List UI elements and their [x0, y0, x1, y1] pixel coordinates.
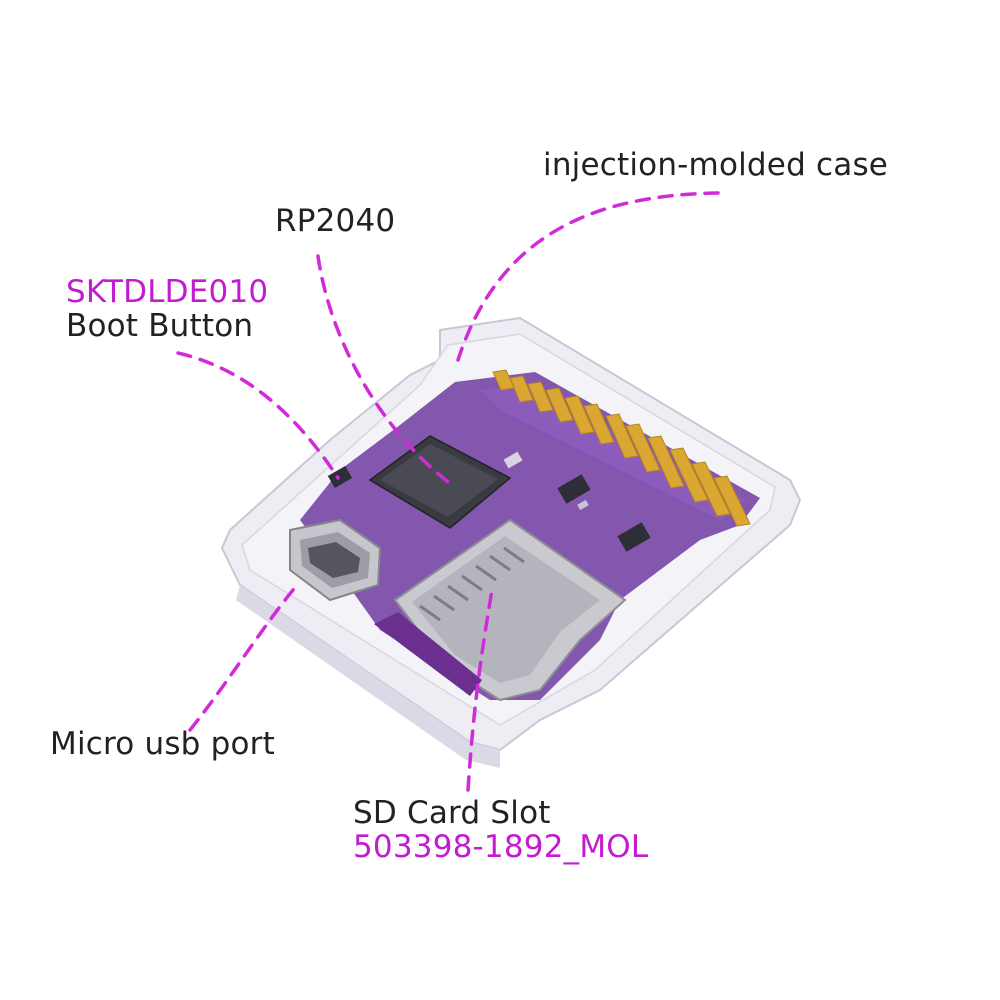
micro-usb-port: [289, 518, 382, 602]
rp2040-name: RP2040: [275, 203, 396, 239]
gold-contacts: [492, 369, 751, 527]
smd-components: [327, 451, 651, 552]
leader-sd: [466, 588, 494, 792]
sd-name: SD Card Slot: [353, 795, 551, 831]
label-injection-molded-case: injection-molded case: [543, 148, 888, 182]
boot-part-number: SKTDLDE010: [66, 274, 269, 310]
leader-lines: [176, 191, 720, 792]
rp2040-chip: [368, 435, 512, 529]
leader-boot: [176, 351, 340, 480]
leader-usb: [188, 583, 299, 732]
label-boot-button: SKTDLDE010 Boot Button: [66, 275, 268, 343]
label-rp2040: RP2040: [275, 204, 395, 238]
usb-name: Micro usb port: [50, 726, 275, 762]
boot-name: Boot Button: [66, 308, 254, 344]
label-micro-usb-port: Micro usb port: [50, 727, 275, 761]
sd-part-number: 503398-1892_MOL: [353, 829, 649, 865]
label-sd-card-slot: SD Card Slot 503398-1892_MOL: [353, 796, 648, 864]
case-name: injection-molded case: [543, 147, 889, 183]
leader-rp2040: [316, 254, 454, 487]
leader-case: [456, 191, 720, 362]
sd-card-slot: [374, 518, 627, 702]
